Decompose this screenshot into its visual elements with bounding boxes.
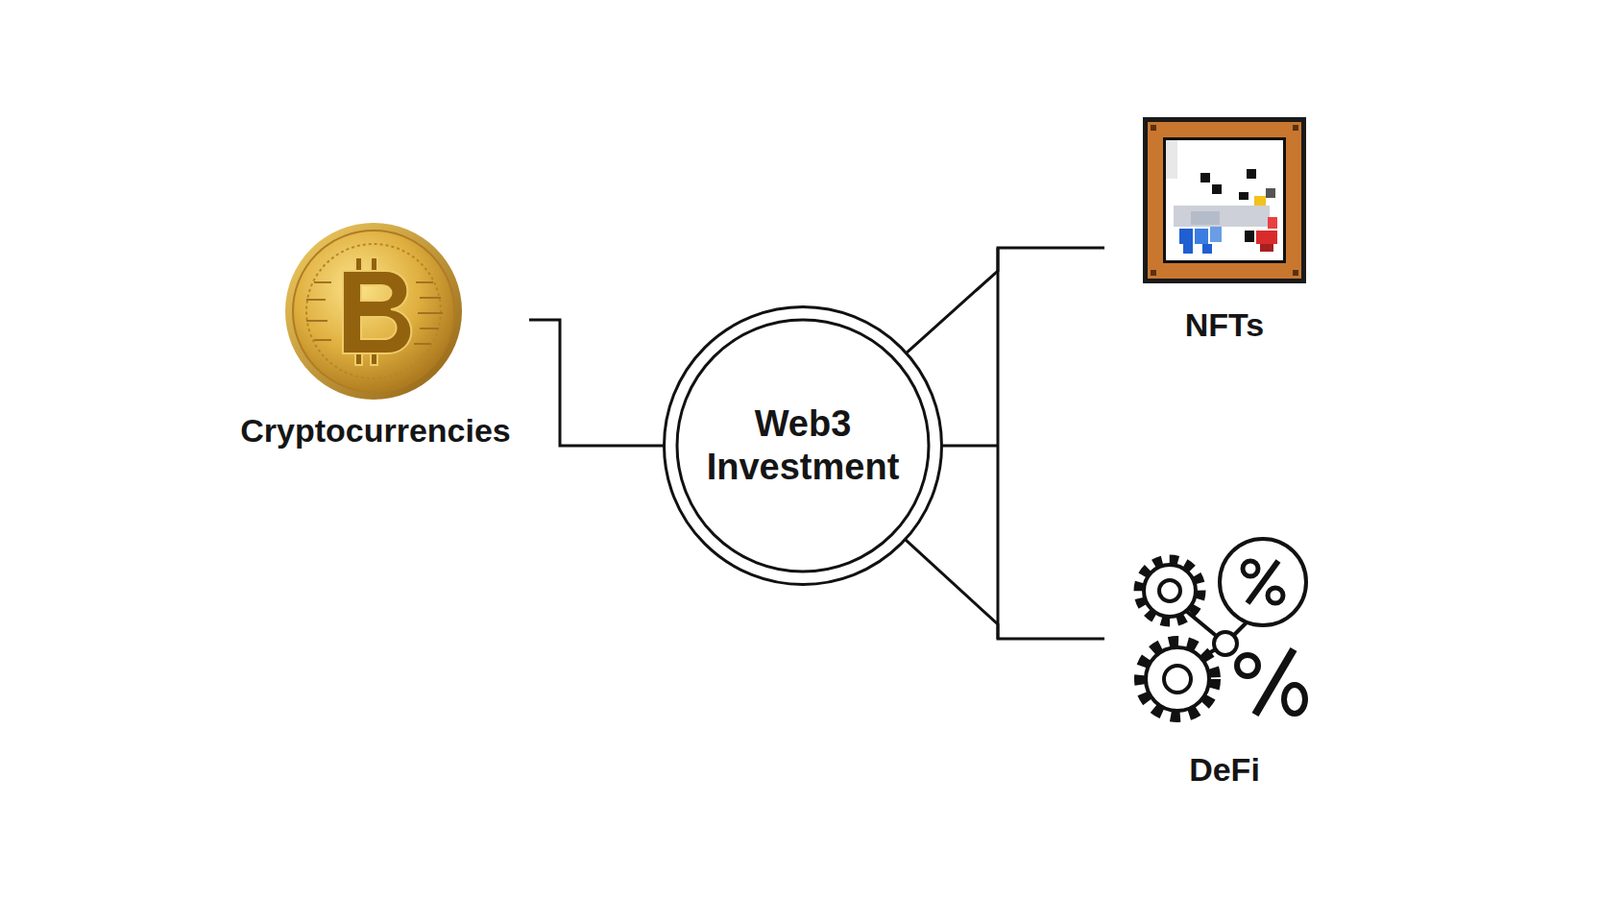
pixel bbox=[1265, 188, 1276, 198]
frame-corner bbox=[1292, 124, 1299, 131]
pixel-band bbox=[1173, 205, 1270, 227]
pixel bbox=[1238, 192, 1249, 200]
circuit-trace bbox=[306, 282, 332, 340]
node-label: Web3 Investment bbox=[692, 402, 914, 489]
frame-wood bbox=[1147, 121, 1302, 279]
junction-stub bbox=[943, 444, 998, 448]
pixel bbox=[1165, 140, 1178, 179]
pixel bbox=[1190, 211, 1220, 225]
connector-line bbox=[905, 539, 1105, 639]
percent-slash bbox=[1247, 560, 1279, 604]
pixel bbox=[1202, 243, 1213, 254]
gear-teeth bbox=[1139, 641, 1215, 717]
gear-hub bbox=[1163, 665, 1191, 693]
pixel bbox=[1200, 172, 1211, 183]
hub-circle: Web3 Investment bbox=[662, 305, 944, 586]
gear-body bbox=[1143, 564, 1196, 617]
gear-hub bbox=[1159, 580, 1181, 602]
connector-line bbox=[906, 247, 1105, 354]
bitcoin-coin bbox=[285, 222, 462, 400]
percent-slash bbox=[1255, 649, 1294, 715]
node-label: NFTs bbox=[1185, 305, 1264, 344]
pixel bbox=[1246, 169, 1257, 179]
link-node bbox=[1213, 631, 1237, 655]
junction-lines bbox=[943, 247, 998, 639]
pixel bbox=[1183, 243, 1193, 254]
percent-dot bbox=[1242, 560, 1259, 577]
canvas-edge bbox=[1163, 137, 1286, 264]
junction-bar bbox=[996, 247, 1000, 639]
connector-line bbox=[529, 319, 665, 446]
coin-inner-ring bbox=[306, 243, 441, 379]
node-label: Cryptocurrencies bbox=[240, 411, 511, 450]
percent-dot bbox=[1236, 654, 1259, 677]
bitcoin-symbol bbox=[342, 257, 412, 365]
category-node: Cryptocurrencies bbox=[221, 218, 530, 450]
frame-corner bbox=[1150, 124, 1157, 131]
nft-pixel-frame bbox=[1142, 117, 1307, 284]
pixel bbox=[1194, 228, 1209, 244]
circuit-trace bbox=[413, 282, 443, 344]
bitcoin-glyph bbox=[342, 270, 412, 354]
percent-badge bbox=[1219, 538, 1307, 626]
coin-rim bbox=[285, 222, 462, 400]
frame-border bbox=[1142, 117, 1307, 284]
node-label: DeFi bbox=[1188, 750, 1261, 789]
outer-ring bbox=[664, 307, 943, 585]
gear-body bbox=[1145, 647, 1210, 711]
pixel bbox=[1210, 226, 1222, 243]
circle-outline bbox=[662, 305, 944, 586]
pixel bbox=[1267, 217, 1278, 229]
percent-dot bbox=[1267, 587, 1284, 604]
pixel bbox=[1212, 184, 1222, 194]
percent-dot bbox=[1284, 684, 1306, 714]
frame-corner bbox=[1292, 269, 1299, 276]
category-node: DeFi bbox=[1104, 533, 1345, 789]
category-node: NFTs bbox=[1104, 115, 1345, 344]
pixel bbox=[1179, 228, 1193, 244]
gear-teeth bbox=[1139, 559, 1201, 622]
pixel bbox=[1256, 230, 1278, 244]
coin-face bbox=[292, 230, 455, 392]
defi-gears-icon bbox=[1139, 538, 1307, 717]
pixel bbox=[1244, 230, 1255, 243]
frame-corner bbox=[1150, 269, 1157, 276]
inner-ring bbox=[677, 319, 929, 572]
canvas bbox=[1165, 140, 1284, 261]
pixel bbox=[1260, 243, 1274, 252]
